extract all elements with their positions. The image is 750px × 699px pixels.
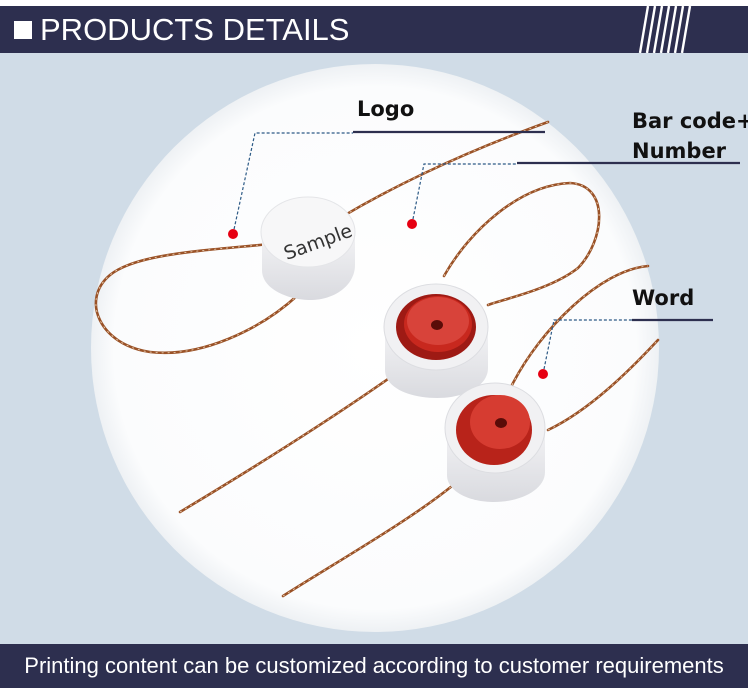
callout-label-barcode-line1: Bar code+ <box>632 109 748 133</box>
callout-label-word: Word <box>632 286 695 310</box>
section-title: PRODUCTS DETAILS <box>40 12 350 47</box>
wire-seal1-loop <box>94 120 550 355</box>
white-circle-backdrop <box>91 64 659 632</box>
product-photo: Sample <box>91 64 740 632</box>
callout-logo <box>228 130 545 239</box>
seal-sample: Sample <box>260 196 356 300</box>
marker-dot <box>228 229 238 239</box>
marker-dot <box>407 219 417 229</box>
seal-red-insert-1 <box>383 283 489 398</box>
callout-label-barcode-line2: Number <box>632 139 727 163</box>
section-header: PRODUCTS DETAILS <box>0 6 748 53</box>
callout-label-logo: Logo <box>357 97 415 121</box>
callout-word <box>538 318 713 379</box>
diagonal-stripes-decoration <box>638 6 692 53</box>
footer-text: Printing content can be customized accor… <box>24 653 724 678</box>
wire-seal2-loop <box>442 181 601 307</box>
seal-red-insert-2 <box>444 382 546 502</box>
product-image-area: Sample <box>0 53 748 644</box>
footer-banner: Printing content can be customized accor… <box>0 644 748 688</box>
marker-dot <box>538 369 548 379</box>
callout-barcode <box>407 161 740 229</box>
square-bullet-icon <box>14 21 32 39</box>
